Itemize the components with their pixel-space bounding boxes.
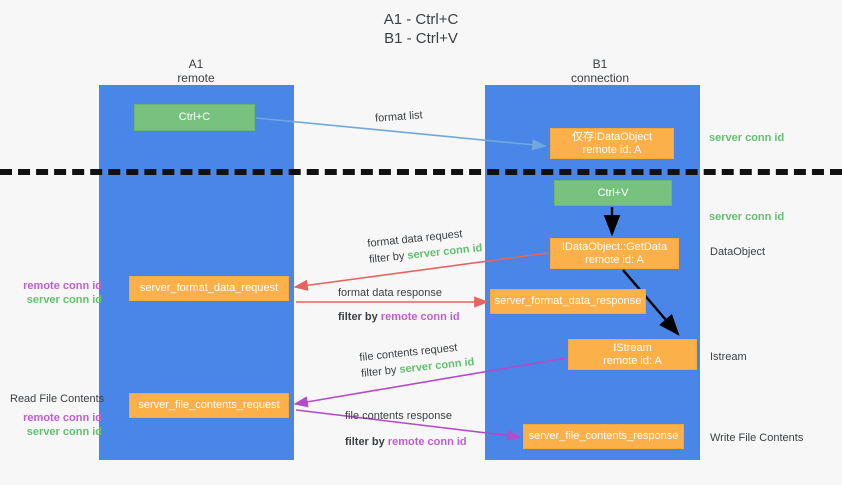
box-istream-line2: remote id: A [603,354,662,367]
label-remote-conn-id-2: remote conn id [23,412,102,424]
box-idataobject-line1: 仅存IDataObject [571,130,653,143]
box-ctrl-v-label: Ctrl+V [597,186,629,199]
arrow-format-list [255,117,547,151]
edge-label-format-data-response: format data response filter by remote co… [338,285,460,325]
title-line-2: B1 - Ctrl+V [384,30,458,47]
arrow-format-data-request [293,252,549,291]
phase-separator [0,169,842,175]
arrow-getdata-to-istream [622,269,680,336]
label-conn-ids-lower: remote conn id server conn id [10,411,102,439]
column-header-a1: A1 remote [120,57,272,85]
title-line-1: A1 - Ctrl+C [383,11,459,28]
box-getdata-line2: remote id: A [585,253,644,266]
arrow-file-contents-request [293,357,567,408]
column-header-b1: B1 connection [520,57,680,85]
format-data-response-filter-prefix: filter by [338,311,381,323]
column-a1-name: A1 [188,57,204,71]
box-istream[interactable]: IStream remote id: A [568,339,697,370]
label-istream: Istream [710,351,747,363]
label-server-conn-id-mid: server conn id [709,211,785,223]
label-dataobject: DataObject [710,246,766,258]
format-data-response-filter-key: remote conn id [380,311,460,323]
label-server-conn-id-2: server conn id [26,426,102,438]
format-data-request-filter-prefix: filter by [368,249,409,266]
box-ctrl-c[interactable]: Ctrl+C [134,104,255,131]
box-idataobject-line2: remote id: A [582,143,642,156]
box-server-format-data-request[interactable]: server_format_data_request [129,276,289,301]
label-remote-conn-id-1: remote conn id [23,280,102,292]
box-ctrl-c-label: Ctrl+C [178,111,211,123]
file-contents-response-line1: file contents response [345,410,453,422]
column-a1-subtitle: remote [177,71,215,85]
box-server-file-contents-response-label: server_file_contents_response [528,430,679,442]
label-server-conn-id-top: server conn id [709,132,785,144]
box-server-file-contents-response[interactable]: server_file_contents_response [523,424,684,449]
box-idataobject-getdata[interactable]: IDataObject::GetData remote id: A [550,238,679,269]
file-contents-response-filter-prefix: filter by [345,436,388,448]
box-server-file-contents-request[interactable]: server_file_contents_request [129,393,289,418]
column-b1-subtitle: connection [570,71,630,85]
box-ctrl-v[interactable]: Ctrl+V [554,180,672,206]
box-server-format-data-request-label: server_format_data_request [139,282,279,294]
label-read-file-contents: Read File Contents [10,393,105,405]
page-title: A1 - Ctrl+C B1 - Ctrl+V [0,10,842,48]
file-contents-response-filter-key: remote conn id [387,436,467,448]
column-b1-name: B1 [592,57,608,71]
file-contents-request-filter-prefix: filter by [360,363,401,380]
file-contents-response-filter: filter by remote conn id [345,434,467,450]
box-server-format-data-response[interactable]: server_format_data_response [490,289,646,314]
box-getdata-line1: IDataObject::GetData [561,240,668,253]
box-server-format-data-response-label: server_format_data_response [494,295,642,307]
label-server-conn-id-1: server conn id [26,294,102,306]
arrow-file-contents-response [295,409,522,442]
format-data-response-line1: format data response [338,287,442,299]
format-data-response-filter: filter by remote conn id [338,309,460,325]
box-idataobject[interactable]: 仅存IDataObject remote id: A [550,128,674,159]
edge-label-file-contents-response: file contents response filter by remote … [345,408,467,450]
box-server-file-contents-request-label: server_file_contents_request [138,399,280,411]
label-write-file-contents: Write File Contents [710,432,804,444]
label-conn-ids-upper: remote conn id server conn id [10,279,102,307]
box-istream-line1: IStream [613,341,652,354]
